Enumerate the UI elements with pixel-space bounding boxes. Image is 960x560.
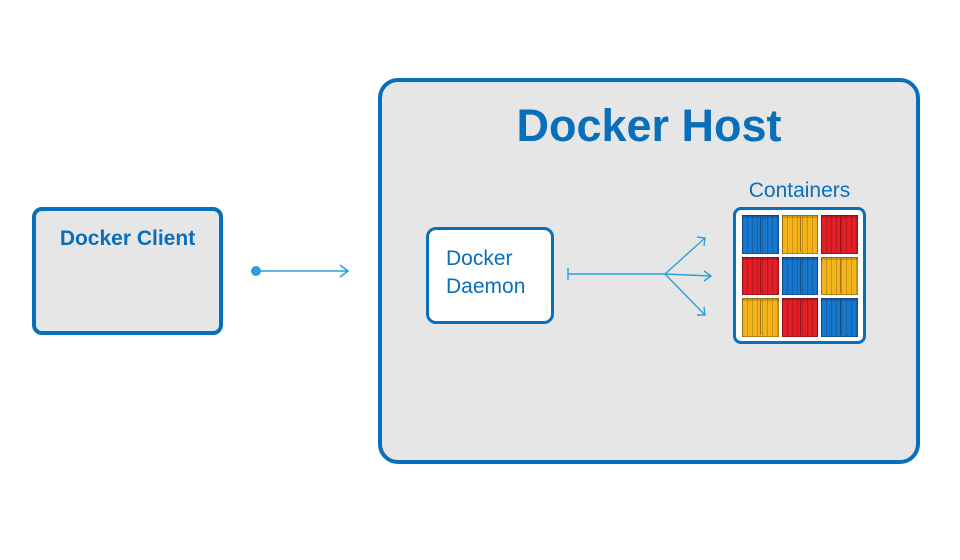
daemon-to-containers-fan (567, 236, 713, 316)
container-crate (742, 256, 779, 296)
fan-head-down (697, 306, 706, 316)
containers-box (733, 207, 866, 344)
containers-label: Containers (748, 179, 851, 202)
container-crate (821, 256, 858, 296)
containers-grid (742, 215, 858, 337)
docker-client-title: Docker Client (59, 227, 196, 250)
container-crate (781, 256, 819, 296)
container-crate (821, 298, 858, 337)
container-crate (821, 215, 858, 254)
docker-daemon-box: Docker Daemon (426, 227, 554, 324)
fan-branch-down (664, 273, 706, 316)
fan-branch-up (664, 237, 706, 275)
container-crate (742, 215, 779, 254)
docker-daemon-label-line1: Docker (446, 247, 513, 270)
container-crate (781, 298, 819, 337)
container-crate (781, 215, 819, 254)
docker-daemon-label-line2: Daemon (446, 275, 526, 298)
docker-client-box: Docker Client (32, 207, 223, 335)
fan-head-mid (703, 270, 713, 282)
container-crate (742, 298, 779, 337)
docker-host-title: Docker Host (516, 100, 782, 151)
client-to-host-arrow (251, 264, 350, 278)
fan-branch-mid (664, 273, 712, 277)
arrow-head (339, 264, 350, 278)
fan-head-up (696, 236, 706, 247)
